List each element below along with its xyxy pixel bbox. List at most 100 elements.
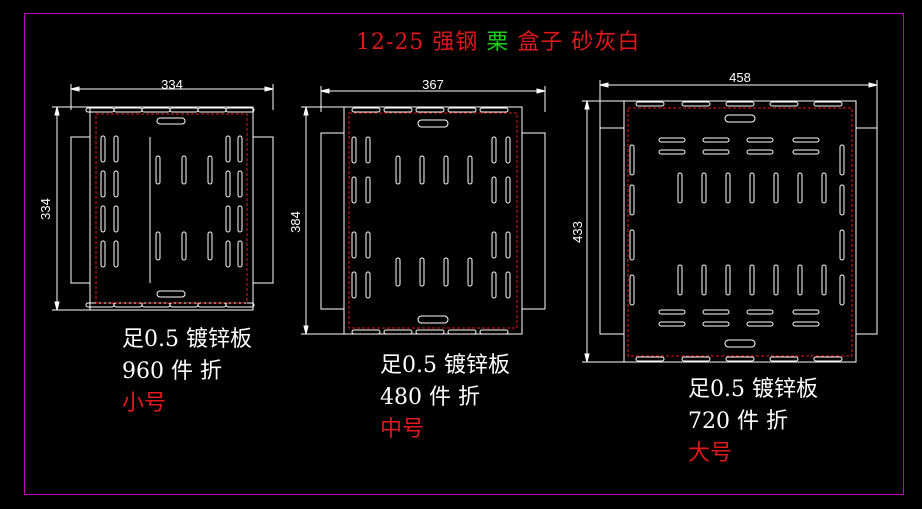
inner-slot — [701, 264, 707, 296]
side-slot — [225, 205, 231, 233]
row-slot — [746, 137, 774, 143]
row-slot — [792, 137, 820, 143]
title-product: 盒子 砂灰白 — [517, 30, 641, 55]
box-small-label: 足0.5 镀锌板 960 件 折 小号 — [122, 324, 252, 420]
side-slot — [225, 170, 231, 198]
inner-slot — [467, 257, 473, 287]
center-slot — [417, 315, 449, 324]
center-slot — [724, 114, 756, 123]
side-slot — [629, 184, 635, 216]
inner-slot — [207, 231, 213, 261]
medium-width-dim: 367 — [422, 77, 444, 92]
box-large: 458 433 — [570, 70, 878, 363]
large-size: 大号 — [688, 441, 733, 466]
drawing-frame — [24, 13, 904, 495]
side-slot — [505, 231, 511, 259]
inner-slot — [419, 257, 425, 287]
medium-slots — [351, 107, 511, 335]
side-slot — [491, 271, 497, 299]
medium-height-dim: 384 — [288, 211, 303, 233]
side-slot — [491, 231, 497, 259]
medium-size: 中号 — [380, 417, 425, 442]
side-slot — [113, 205, 119, 233]
inner-slot — [155, 155, 161, 185]
small-width-dim-line — [70, 84, 274, 110]
row-slot — [658, 137, 686, 143]
side-slot — [629, 274, 635, 306]
side-slot — [365, 231, 371, 259]
side-slot — [100, 170, 106, 198]
row-slot — [658, 149, 686, 155]
inner-slot — [181, 155, 187, 185]
row-slot — [658, 321, 686, 327]
small-spec: 960 件 折 — [122, 359, 222, 384]
center-slot — [156, 117, 186, 125]
edge-slot — [141, 302, 171, 308]
edge-slot — [383, 107, 413, 113]
drawing-title: 12-25 强钢 栗 盒子 砂灰白 — [356, 24, 640, 56]
row-slot — [702, 309, 730, 315]
inner-slot — [797, 264, 803, 296]
side-slot — [839, 229, 845, 261]
large-width-dim-line — [599, 80, 878, 128]
inner-slot — [207, 155, 213, 185]
side-slot — [365, 136, 371, 164]
side-slot — [629, 144, 635, 176]
large-outline — [599, 100, 878, 363]
edge-slot — [141, 107, 171, 113]
inner-slot — [677, 264, 683, 296]
small-height-dim-line — [52, 106, 90, 311]
side-slot — [505, 271, 511, 299]
edge-slot — [225, 107, 255, 113]
inner-slot — [749, 264, 755, 296]
row-slot — [702, 321, 730, 327]
inner-slot — [749, 172, 755, 204]
inner-slot — [677, 172, 683, 204]
row-slot — [746, 309, 774, 315]
side-slot — [351, 136, 357, 164]
side-slot — [225, 240, 231, 268]
edge-slot — [681, 101, 711, 107]
edge-slot — [725, 101, 755, 107]
edge-slot — [479, 329, 509, 335]
edge-slot — [197, 107, 227, 113]
edge-slot — [415, 329, 445, 335]
edge-slot — [415, 107, 445, 113]
medium-fold-line — [348, 112, 518, 329]
small-height-dim: 334 — [38, 198, 53, 220]
side-slot — [351, 231, 357, 259]
inner-slot — [181, 231, 187, 261]
large-height-dim: 433 — [570, 221, 585, 243]
inner-slot — [395, 257, 401, 287]
side-slot — [839, 144, 845, 176]
inner-slot — [155, 231, 161, 261]
center-slot — [724, 339, 756, 348]
large-slots — [629, 101, 845, 362]
side-slot — [237, 205, 243, 233]
row-slot — [792, 309, 820, 315]
medium-material: 足0.5 镀锌板 — [380, 353, 510, 378]
inner-slot — [701, 172, 707, 204]
side-slot — [237, 170, 243, 198]
side-slot — [100, 240, 106, 268]
large-fold-line — [627, 107, 853, 357]
side-slot — [225, 135, 231, 163]
side-slot — [505, 176, 511, 204]
edge-slot — [635, 356, 665, 362]
small-slots — [85, 107, 255, 308]
edge-slot — [479, 107, 509, 113]
edge-slot — [769, 356, 799, 362]
edge-slot — [681, 356, 711, 362]
edge-slot — [635, 101, 665, 107]
side-slot — [491, 136, 497, 164]
large-height-dim-line — [582, 100, 624, 363]
title-main: 12-25 强钢 — [356, 30, 479, 55]
box-medium: 367 384 — [288, 77, 546, 335]
inner-slot — [725, 172, 731, 204]
large-width-dim: 458 — [729, 70, 751, 85]
side-slot — [365, 271, 371, 299]
center-slot — [156, 290, 186, 298]
inner-slot — [443, 155, 449, 185]
inner-slot — [773, 172, 779, 204]
